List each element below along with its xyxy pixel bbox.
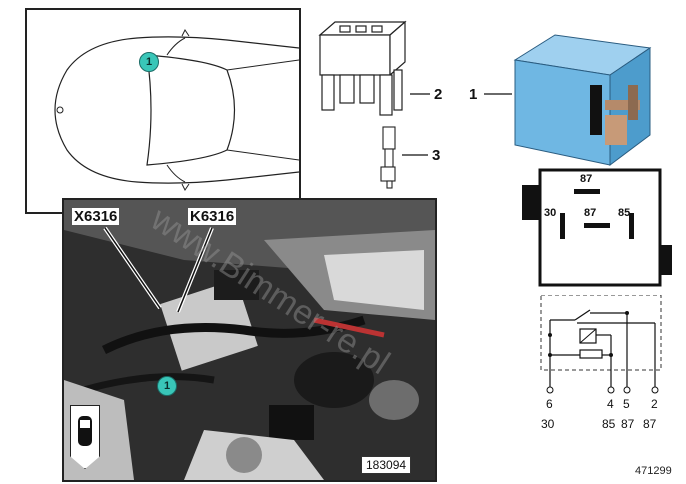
car-outline-drawing xyxy=(54,29,300,191)
photo-reference-number: 183094 xyxy=(361,456,412,474)
relay-label: K6316 xyxy=(188,208,237,225)
schematic-terminal-85: 85 xyxy=(602,417,616,431)
vehicle-locator-panel: 1 xyxy=(25,8,301,214)
relay-drawing xyxy=(510,30,670,175)
locator-marker-badge: 1 xyxy=(139,52,159,72)
schematic-pin-4: 4 xyxy=(607,397,614,411)
relay-schematic xyxy=(535,294,670,410)
part-number-1: 1 xyxy=(469,86,478,103)
part-number-3: 3 xyxy=(432,147,441,164)
schematic-terminal-87b: 87 xyxy=(643,417,657,431)
photo-view-indicator xyxy=(70,405,100,469)
socket-icon xyxy=(318,20,407,116)
pinout-label-right: 85 xyxy=(618,207,631,219)
photo-marker-badge: 1 xyxy=(157,376,177,396)
connector-label: X6316 xyxy=(72,208,120,225)
pin-icon xyxy=(380,126,396,189)
relay-pinout-diagram: 87 30 87 85 xyxy=(522,165,672,300)
schematic-terminal-87a: 87 xyxy=(621,417,635,431)
schematic-pin-2: 2 xyxy=(651,397,658,411)
pinout-label-center: 87 xyxy=(584,207,597,219)
schematic-terminal-30: 30 xyxy=(541,417,555,431)
terminal-pin-drawing xyxy=(375,125,405,195)
schematic-drawing xyxy=(540,294,662,394)
engine-bay-illustration xyxy=(64,200,435,480)
schematic-pin-6: 6 xyxy=(546,397,553,411)
relay-socket-drawing xyxy=(310,20,415,130)
pinout-label-top: 87 xyxy=(580,173,593,185)
engine-bay-photo: 1 183094 xyxy=(62,198,437,482)
relay-icon xyxy=(513,34,652,166)
schematic-pin-5: 5 xyxy=(623,397,630,411)
pinout-frame xyxy=(522,168,672,287)
diagram-id: 471299 xyxy=(635,465,672,477)
part-number-2: 2 xyxy=(434,86,443,103)
pinout-label-left: 30 xyxy=(544,207,557,219)
car-view-icon xyxy=(78,416,92,446)
